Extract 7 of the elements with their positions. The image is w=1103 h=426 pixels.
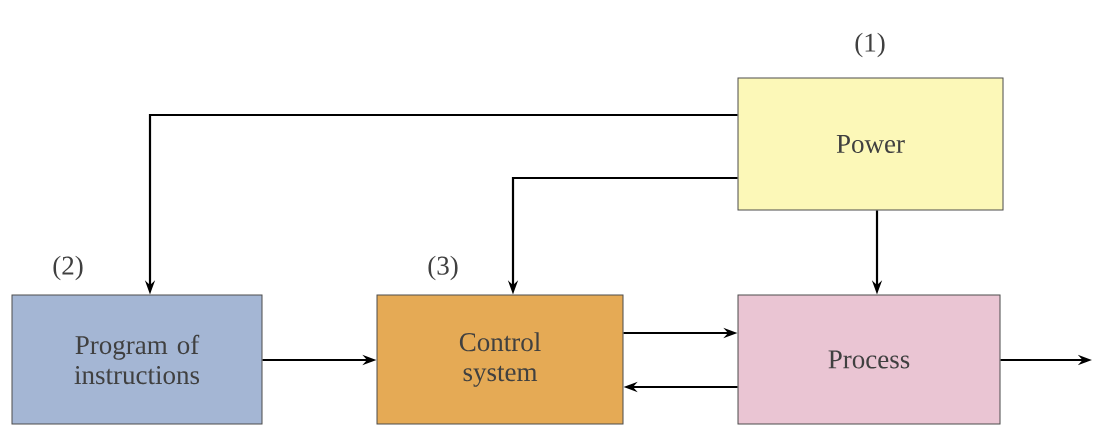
callout-number: (1) bbox=[855, 32, 885, 58]
process-box: Process bbox=[737, 294, 1001, 425]
power-box: Power bbox=[737, 77, 1004, 211]
control-box: Control system bbox=[376, 294, 624, 425]
callout-number: (3) bbox=[428, 255, 458, 281]
callout-number: (2) bbox=[53, 255, 83, 281]
program-box: Program of instructions bbox=[11, 294, 263, 425]
